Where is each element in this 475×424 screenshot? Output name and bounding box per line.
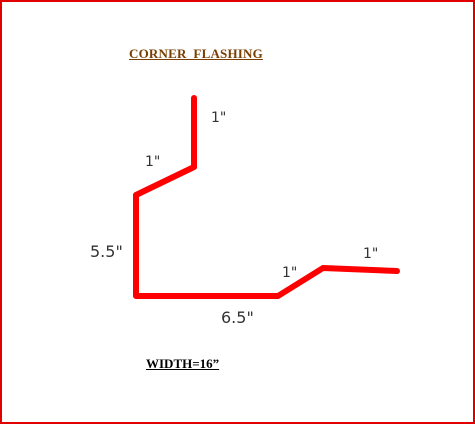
flashing-profile-line xyxy=(133,95,400,299)
drawing-title: CORNER FLASHING xyxy=(129,46,263,61)
dim-vertical: 5.5" xyxy=(90,242,123,261)
dim-top-bend: 1" xyxy=(145,154,160,170)
dim-bottom-flange: 1" xyxy=(363,246,378,262)
dim-bottom: 6.5" xyxy=(221,308,254,327)
width-label: WIDTH=16” xyxy=(146,356,220,371)
dim-top-flange: 1" xyxy=(211,110,226,126)
dim-bottom-bend: 1" xyxy=(282,265,297,281)
